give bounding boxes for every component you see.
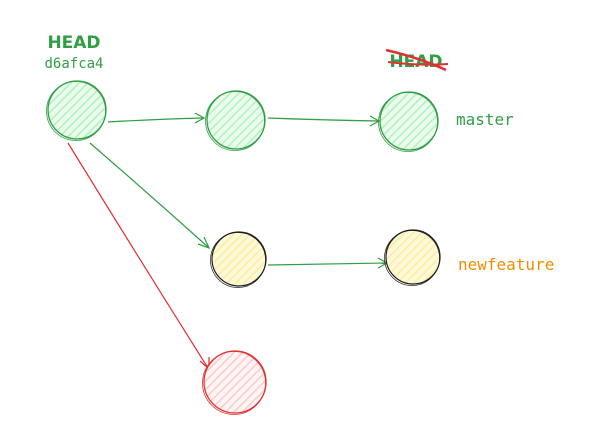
arrow-master-2-to-master-3 [267,115,381,127]
arrow-root-to-master-2 [107,112,206,124]
commit-node-feature-2[interactable] [384,229,441,286]
stale-head-label: HEAD [385,48,449,72]
commit-node-master-3[interactable] [378,91,439,152]
branch-label-master: master [456,110,514,129]
head-label: HEAD [47,33,100,53]
strikethrough-mark-2 [387,61,449,66]
strikethrough-mark [385,48,447,72]
commit-node-feature-1[interactable] [210,231,267,288]
commit-node-detached[interactable] [202,350,267,415]
commit-node-master-2[interactable] [205,90,266,151]
commit-node-root[interactable] [46,80,107,141]
arrow-root-to-feature-1 [89,142,211,250]
branch-label-newfeature: newfeature [458,255,554,274]
stale-head-text: HEAD [389,52,442,72]
arrow-root-to-detached-commit [67,142,210,371]
head-commit-hash: d6afca4 [44,56,103,72]
arrow-feature-1-to-feature-2 [267,257,389,269]
